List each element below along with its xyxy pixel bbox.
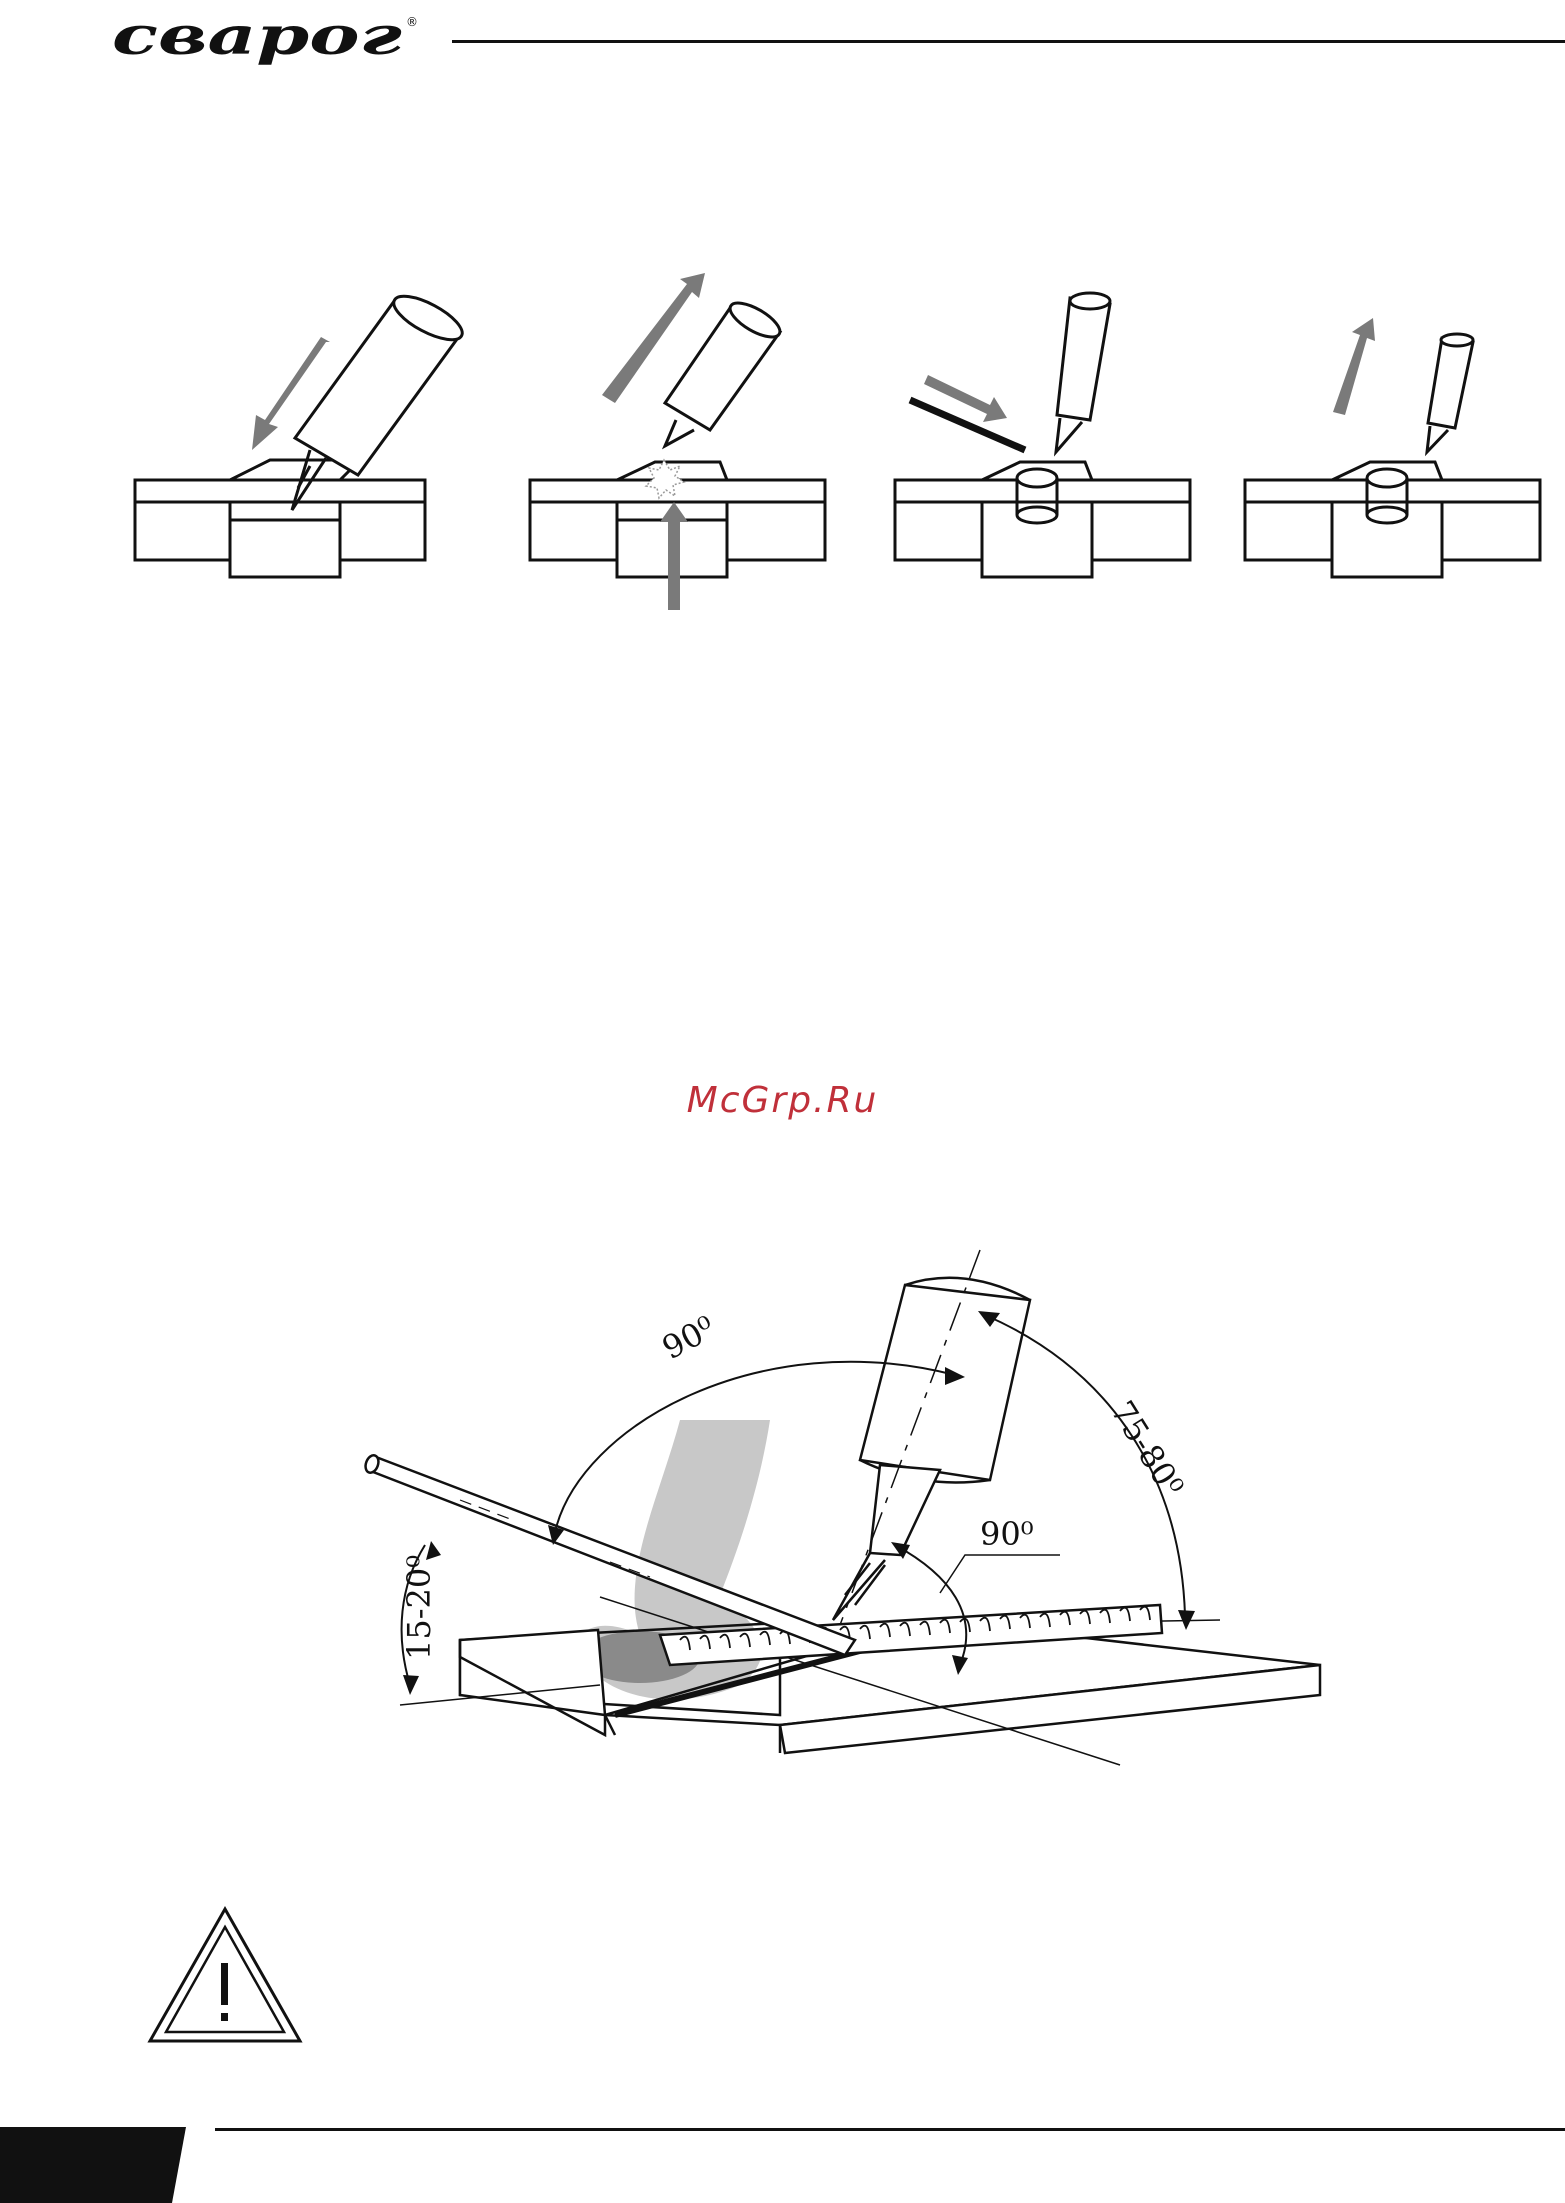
stage-4-withdraw — [1245, 334, 1540, 577]
logo-text: сварог — [112, 6, 402, 67]
arc-ignition-sequence-figure — [120, 270, 1565, 610]
angle-label-rod-plane: 15-20⁰ — [400, 1555, 438, 1660]
watermark-text: McGrp.Ru — [0, 1080, 1565, 1121]
angle-label-inner: 90⁰ — [980, 1515, 1034, 1553]
stage-3-puddle — [895, 293, 1190, 577]
filler-rod — [910, 400, 1025, 450]
header-rule — [452, 40, 1565, 43]
stage-1-approach — [135, 288, 468, 577]
angle-label-rod-torch: 90⁰ — [656, 1308, 721, 1367]
warning-triangle-icon — [146, 1905, 304, 2045]
torch-angle-diagram: 90⁰ 75-80⁰ 90⁰ 15-20⁰ — [340, 1245, 1340, 1785]
footer-rule — [215, 2128, 1565, 2131]
brand-logo: сварог ® — [112, 6, 422, 76]
footer-page-tab — [0, 2127, 186, 2203]
angle-label-torch-work: 75-80⁰ — [1103, 1394, 1191, 1503]
logo-registered-mark: ® — [406, 15, 418, 29]
